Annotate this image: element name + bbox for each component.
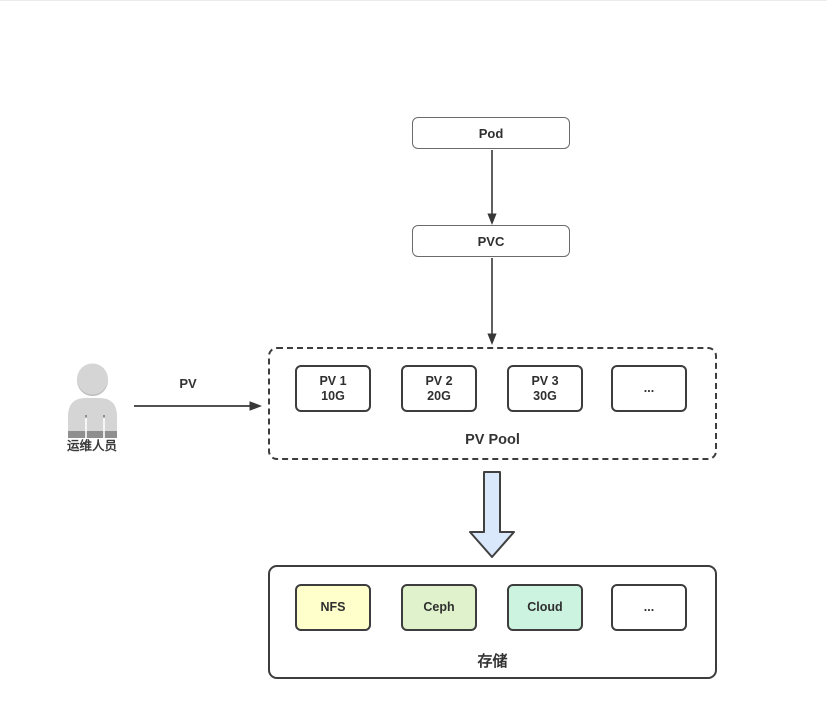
storage-ceph-label: Ceph: [423, 600, 455, 614]
storage-container: [268, 565, 717, 679]
pv1-name: PV 1: [319, 373, 347, 388]
pv-pool-label: PV Pool: [465, 432, 520, 448]
arrow-pvc-to-pool: [487, 258, 497, 345]
pv-edge-label: PV: [179, 376, 197, 391]
pv-pool-container: [268, 347, 717, 460]
storage-cloud-node: Cloud: [507, 584, 583, 631]
pv2-name: PV 2: [425, 373, 453, 388]
storage-nfs-label: NFS: [320, 600, 346, 614]
pv-ellipsis-label: ...: [643, 381, 655, 395]
pvc-node: PVC: [412, 225, 570, 257]
operator-person-icon: [68, 363, 117, 438]
storage-ceph-node: Ceph: [401, 584, 477, 631]
pv-ellipsis-node: ...: [611, 365, 687, 412]
pv1-node: PV 1 10G: [295, 365, 371, 412]
pv1-size: 10G: [321, 388, 345, 403]
storage-cloud-label: Cloud: [527, 600, 563, 614]
storage-ellipsis-label: ...: [643, 600, 655, 614]
storage-nfs-node: NFS: [295, 584, 371, 631]
pv2-size: 20G: [427, 388, 451, 403]
pv3-size: 30G: [533, 388, 557, 403]
block-arrow-pool-to-storage: [469, 471, 515, 558]
pv2-node: PV 2 20G: [401, 365, 477, 412]
storage-ellipsis-node: ...: [611, 584, 687, 631]
pv3-name: PV 3: [531, 373, 559, 388]
pvc-label: PVC: [477, 233, 505, 249]
operator-label: 运维人员: [66, 439, 117, 453]
arrow-actor-to-pool: [134, 401, 262, 411]
pv3-node: PV 3 30G: [507, 365, 583, 412]
storage-label: 存储: [477, 653, 508, 670]
pod-label: Pod: [478, 125, 504, 141]
arrow-pod-to-pvc: [487, 150, 497, 225]
pod-node: Pod: [412, 117, 570, 149]
